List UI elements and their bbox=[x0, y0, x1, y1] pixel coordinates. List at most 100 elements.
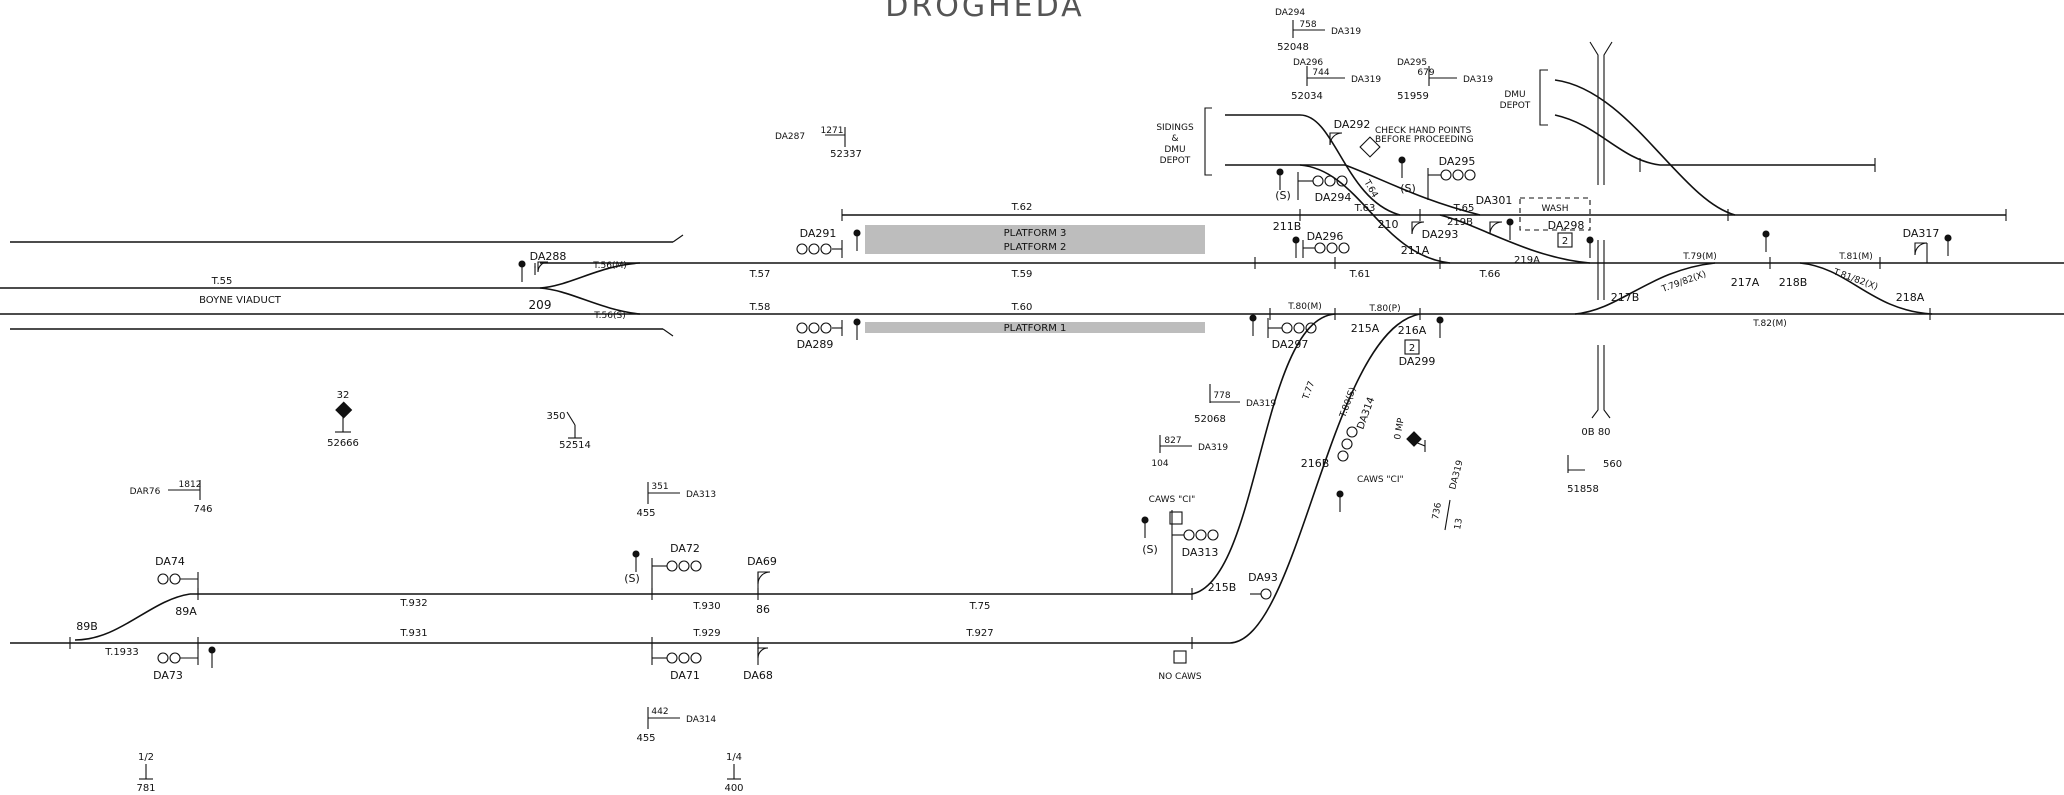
route-560: 560 bbox=[1603, 459, 1622, 470]
signal-subsid-1: (S) bbox=[1275, 189, 1291, 202]
tc-t80p: T.80(P) bbox=[1368, 304, 1400, 314]
check-points-label-1: CHECK HAND POINTS bbox=[1375, 126, 1472, 136]
point-86: 86 bbox=[756, 603, 770, 616]
route-da287: DA287 bbox=[775, 132, 805, 142]
milepost-label: 0B 80 bbox=[1581, 427, 1610, 438]
point-219a: 219A bbox=[1514, 255, 1540, 266]
point-217b: 217B bbox=[1611, 291, 1640, 304]
signal-heads bbox=[69, 132, 2007, 668]
route-52048: 52048 bbox=[1277, 42, 1309, 53]
signal-da301: DA301 bbox=[1476, 194, 1513, 207]
route-778: 778 bbox=[1213, 391, 1230, 401]
tc-t63: T.63 bbox=[1354, 203, 1376, 214]
sidings-label-2: & bbox=[1171, 134, 1178, 144]
point-216b: 216B bbox=[1301, 457, 1330, 470]
route-da313-ref: DA313 bbox=[686, 490, 716, 500]
viaduct-label: BOYNE VIADUCT bbox=[199, 295, 282, 306]
route-104: 104 bbox=[1151, 459, 1168, 469]
signal-da69: DA69 bbox=[747, 555, 777, 568]
check-points-label-2: BEFORE PROCEEDING bbox=[1375, 135, 1474, 145]
route-455b: 455 bbox=[636, 733, 655, 744]
tc-t57: T.57 bbox=[749, 269, 771, 280]
signal-da313: DA313 bbox=[1182, 546, 1219, 559]
tc-t79m: T.79(M) bbox=[1682, 252, 1717, 262]
signal-da317: DA317 bbox=[1903, 227, 1940, 240]
dmu-depot-label-1: DMU bbox=[1504, 90, 1525, 100]
platform-2-label: PLATFORM 2 bbox=[1004, 242, 1067, 253]
route-781: 781 bbox=[136, 783, 155, 794]
signal-da289: DA289 bbox=[797, 338, 834, 351]
signal-subsid-2: (S) bbox=[1400, 182, 1416, 195]
route-da319-1: DA319 bbox=[1331, 27, 1361, 37]
route-32: 32 bbox=[337, 390, 350, 401]
route-dar76: DAR76 bbox=[130, 487, 161, 497]
route-13: 13 bbox=[1453, 518, 1465, 531]
route-744: 744 bbox=[1312, 68, 1329, 78]
route-da314-ref: DA314 bbox=[686, 715, 716, 725]
tc-t62: T.62 bbox=[1011, 202, 1033, 213]
route-679: 679 bbox=[1417, 68, 1434, 78]
signal-da74: DA74 bbox=[155, 555, 185, 568]
route-1812: 1812 bbox=[179, 480, 202, 490]
point-211b: 211B bbox=[1273, 220, 1302, 233]
route-52666: 52666 bbox=[327, 438, 359, 449]
tc-t1933: T.1933 bbox=[104, 647, 139, 658]
signal-da288: DA288 bbox=[530, 250, 567, 263]
point-210: 210 bbox=[1378, 218, 1399, 231]
route-da295-top: DA295 bbox=[1397, 58, 1427, 68]
point-218b: 218B bbox=[1779, 276, 1808, 289]
route-da319-4: DA319 bbox=[1246, 399, 1276, 409]
route-0mp: 0 MP bbox=[1393, 417, 1407, 441]
route-52034: 52034 bbox=[1291, 91, 1323, 102]
route-827: 827 bbox=[1164, 436, 1181, 446]
point-215b: 215B bbox=[1208, 581, 1237, 594]
tc-t56s: T.56(S) bbox=[593, 311, 625, 321]
route-da294-top: DA294 bbox=[1275, 8, 1305, 18]
wash-label: WASH bbox=[1541, 204, 1568, 214]
no-caws-label: NO CAWS bbox=[1158, 672, 1202, 682]
route-1-4: 1/4 bbox=[726, 752, 742, 763]
tc-t77: T.77 bbox=[1301, 380, 1317, 402]
signal-da295: DA295 bbox=[1439, 155, 1476, 168]
route-758: 758 bbox=[1299, 20, 1316, 30]
tc-t59: T.59 bbox=[1011, 269, 1033, 280]
route-736: 736 bbox=[1431, 502, 1444, 521]
tc-t930: T.930 bbox=[692, 601, 720, 612]
sidings-label-4: DEPOT bbox=[1160, 156, 1191, 166]
point-215a: 215A bbox=[1351, 322, 1380, 335]
caws-ci-label-2: CAWS "CI" bbox=[1357, 475, 1404, 485]
point-89b: 89B bbox=[76, 620, 98, 633]
tc-t58: T.58 bbox=[749, 302, 771, 313]
route-1-2: 1/2 bbox=[138, 752, 154, 763]
signal-da298: DA298 bbox=[1548, 219, 1585, 232]
dmu-depot-label-2: DEPOT bbox=[1500, 101, 1531, 111]
tc-t65: T.65 bbox=[1453, 203, 1475, 214]
signal-da294: DA294 bbox=[1315, 191, 1352, 204]
tc-t929: T.929 bbox=[692, 628, 720, 639]
point-219b: 219B bbox=[1447, 217, 1473, 228]
signal-da296: DA296 bbox=[1307, 230, 1344, 243]
route-350: 350 bbox=[546, 411, 565, 422]
signal-da299: DA299 bbox=[1399, 355, 1436, 368]
tc-t7982x: T.79/82(X) bbox=[1660, 270, 1708, 296]
point-89a: 89A bbox=[175, 605, 197, 618]
route-400: 400 bbox=[724, 783, 743, 794]
tc-t56m: T.56(M) bbox=[592, 261, 627, 271]
route-da296-top: DA296 bbox=[1293, 58, 1323, 68]
tc-t64: T.64 bbox=[1361, 178, 1380, 200]
signal-da71: DA71 bbox=[670, 669, 700, 682]
route-markers bbox=[139, 20, 1585, 780]
route-da319-2: DA319 bbox=[1351, 75, 1381, 85]
route-455a: 455 bbox=[636, 508, 655, 519]
signal-da292: DA292 bbox=[1334, 118, 1371, 131]
signal-da73: DA73 bbox=[153, 669, 183, 682]
tc-t55: T.55 bbox=[211, 276, 233, 287]
point-218a: 218A bbox=[1896, 291, 1925, 304]
tc-t931: T.931 bbox=[399, 628, 427, 639]
caws-ci-label-1: CAWS "CI" bbox=[1149, 495, 1196, 505]
signal-da297: DA297 bbox=[1272, 338, 1309, 351]
route-51959: 51959 bbox=[1397, 91, 1429, 102]
tc-t75: T.75 bbox=[969, 601, 991, 612]
sidings-label-3: DMU bbox=[1164, 145, 1185, 155]
tc-t66: T.66 bbox=[1479, 269, 1501, 280]
